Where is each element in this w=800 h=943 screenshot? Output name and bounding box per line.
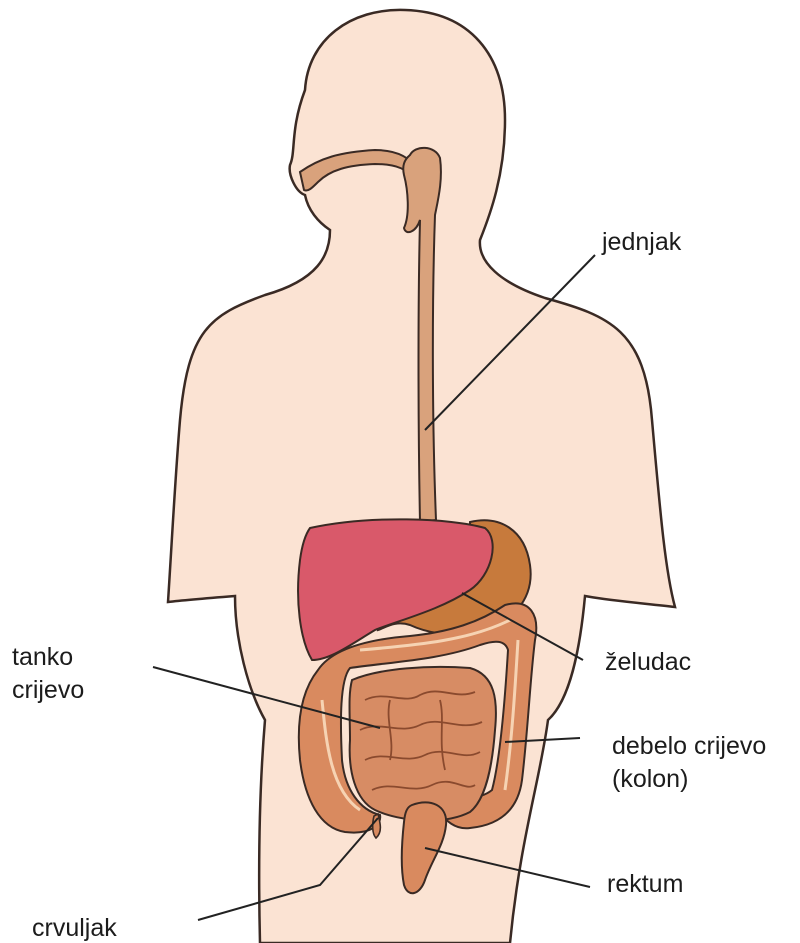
label-tanko-crijevo: tanko crijevo — [12, 641, 84, 707]
appendix — [373, 814, 381, 838]
label-tanko-line1: tanko — [12, 641, 84, 674]
label-rektum: rektum — [607, 868, 683, 901]
label-debelo-crijevo: debelo crijevo (kolon) — [612, 730, 766, 796]
label-jednjak: jednjak — [602, 226, 681, 259]
label-debelo-line1: debelo crijevo — [612, 730, 766, 763]
label-debelo-line2: (kolon) — [612, 763, 766, 796]
label-crvuljak: crvuljak — [32, 912, 117, 943]
label-zeludac: želudac — [605, 646, 691, 679]
label-tanko-line2: crijevo — [12, 674, 84, 707]
small-intestine — [350, 667, 496, 821]
